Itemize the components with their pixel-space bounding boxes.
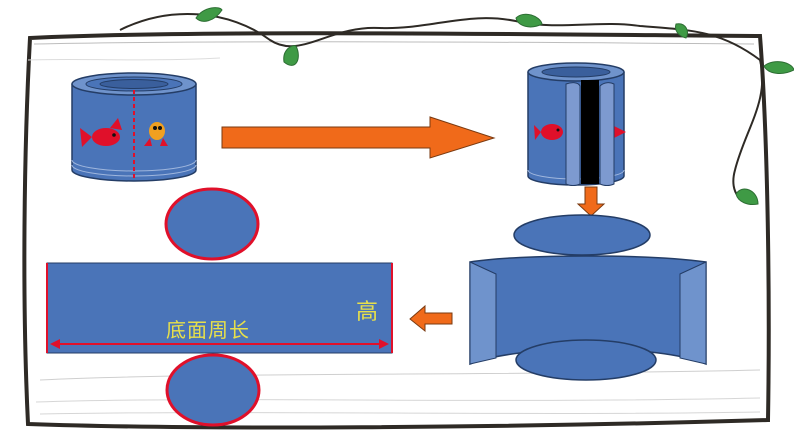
cylinder-net <box>46 187 393 427</box>
height-label: 高 <box>356 300 379 325</box>
left-arrow <box>409 304 453 333</box>
goldfish-icon <box>80 118 122 147</box>
goldfish-icon <box>144 122 168 146</box>
top-base-circle <box>164 187 260 261</box>
unrolled-cylinder <box>469 214 707 381</box>
bottom-base-circle <box>165 353 261 427</box>
cylinder-cut <box>527 62 626 186</box>
lateral-rectangle <box>46 262 393 354</box>
leaf-icon <box>195 7 794 205</box>
right-arrow <box>221 116 496 159</box>
base-perimeter-label: 底面周长 <box>166 318 250 342</box>
cylinder-tank <box>71 72 197 182</box>
goldfish-icon <box>534 124 626 140</box>
down-arrow <box>576 186 606 217</box>
